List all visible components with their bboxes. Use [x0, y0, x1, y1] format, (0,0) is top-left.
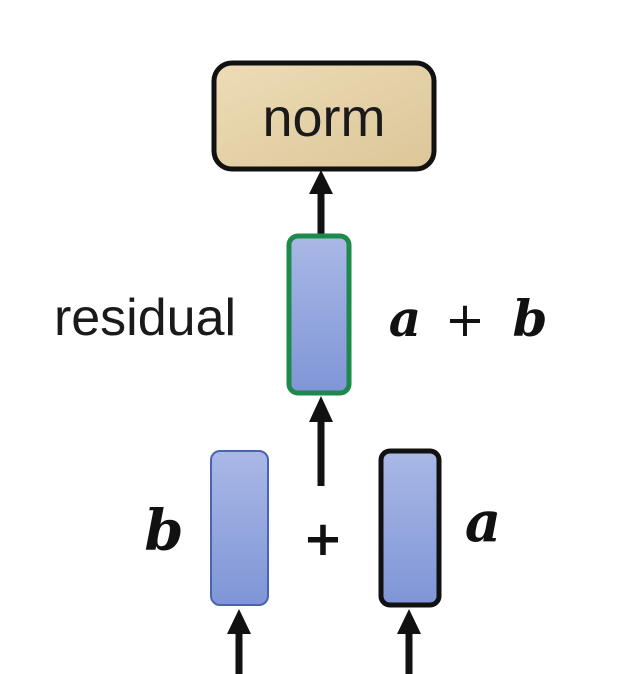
norm-label: norm [262, 88, 385, 148]
sum-label-b: b [513, 289, 548, 348]
arrow-sum-to-residual [309, 396, 333, 486]
residual-label: residual [54, 289, 236, 347]
residual-vector [286, 233, 352, 396]
input-a-label: a [465, 489, 501, 555]
norm-box [211, 60, 437, 172]
plus-operator: + [303, 511, 343, 567]
arrow-into-a [397, 609, 421, 674]
input-b-vector [210, 450, 269, 606]
input-a-vector [378, 448, 442, 608]
sum-label-a: a [389, 289, 421, 348]
arrow-residual-to-norm [309, 170, 333, 234]
sum-label-plus: + [445, 292, 485, 348]
input-b-label: b [144, 498, 183, 564]
arrow-into-b [227, 609, 251, 674]
